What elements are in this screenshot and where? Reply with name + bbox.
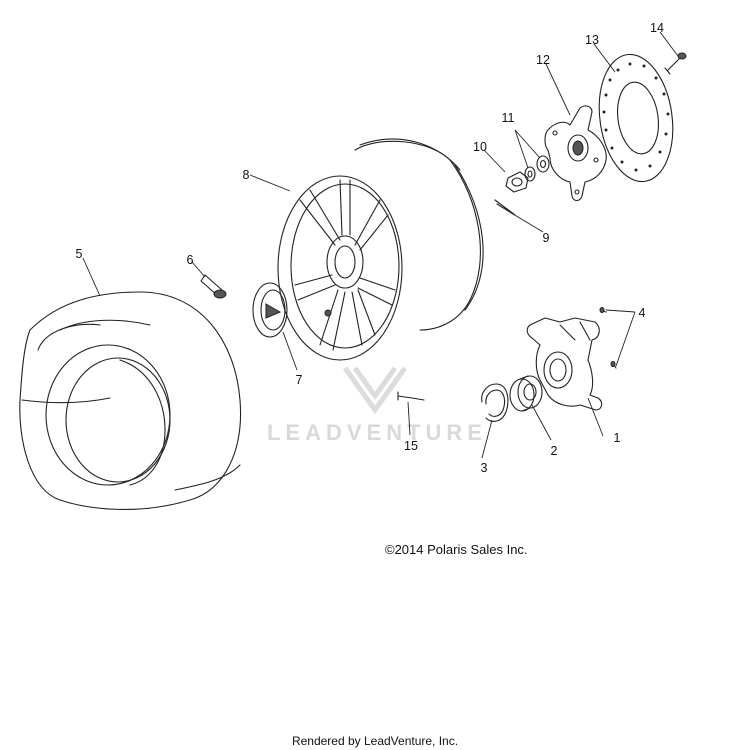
callout-13: 13 — [585, 33, 599, 47]
footer-credit: Rendered by LeadVenture, Inc. — [292, 734, 458, 748]
callout-8: 8 — [243, 168, 250, 182]
watermark: LEADVENTURE — [267, 366, 487, 445]
leader-lines — [82, 31, 679, 459]
watermark-logo-icon — [342, 366, 408, 415]
brake-disc-holes — [602, 62, 670, 172]
bolt-part — [664, 52, 687, 75]
callout-12: 12 — [536, 53, 550, 67]
tire-part — [19, 291, 242, 510]
watermark-text: LEADVENTURE — [267, 420, 487, 445]
bearing-part — [509, 375, 543, 412]
callout-14: 14 — [650, 21, 664, 35]
callout-7: 7 — [296, 373, 303, 387]
copyright-notice: ©2014 Polaris Sales Inc. — [385, 542, 528, 557]
callout-1: 1 — [614, 431, 621, 445]
brake-disc-part — [598, 53, 674, 183]
callout-10: 10 — [473, 140, 487, 154]
center-cap-part — [252, 282, 288, 338]
screw-part — [599, 307, 617, 369]
callout-9: 9 — [543, 231, 550, 245]
callout-4: 4 — [639, 306, 646, 320]
wheel-part — [277, 138, 484, 361]
valve-stem-part — [200, 274, 227, 299]
hub-part — [544, 105, 607, 202]
knuckle-part — [526, 317, 603, 411]
callout-6: 6 — [187, 253, 194, 267]
callout-3: 3 — [481, 461, 488, 475]
callout-15: 15 — [404, 439, 418, 453]
castle-nut-part — [505, 171, 529, 193]
snap-ring-part — [481, 383, 509, 422]
washer-part — [524, 155, 550, 182]
wheel-stud-part — [397, 391, 425, 401]
callout-2: 2 — [551, 444, 558, 458]
callout-11: 11 — [502, 111, 515, 125]
callout-5: 5 — [76, 247, 83, 261]
cotter-pin-part — [494, 199, 516, 216]
